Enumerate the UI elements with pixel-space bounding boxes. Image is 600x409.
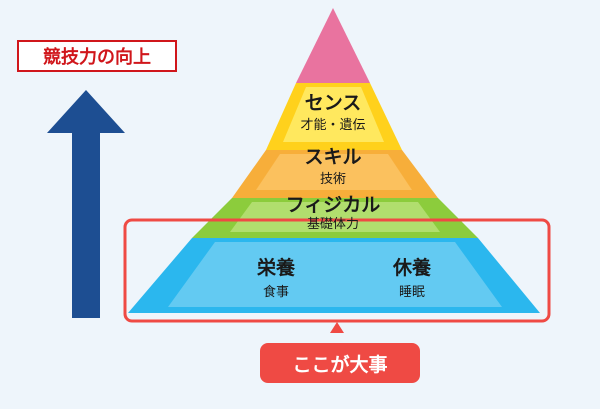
- pyramid-top-tier: [296, 8, 370, 83]
- base-nutrition-title: 栄養: [256, 256, 296, 279]
- callout-badge: ここが大事: [260, 343, 420, 383]
- pyramid-tier-physical-band: [230, 202, 440, 232]
- arrow-label-box: 競技力の向上: [17, 40, 177, 72]
- level-skill-title: スキル: [304, 146, 361, 168]
- level-physical-title: フィジカル: [286, 194, 381, 216]
- pyramid-tier-sense-band: [283, 87, 384, 142]
- base-rest-subtitle: 睡眠: [399, 285, 425, 300]
- level-physical-subtitle: 基礎体力: [307, 217, 359, 232]
- pyramid-tier-skill-band: [256, 154, 412, 190]
- level-sense-subtitle: 才能・遺伝: [300, 118, 365, 133]
- base-rest-title: 休養: [392, 256, 432, 279]
- base-nutrition-subtitle: 食事: [263, 284, 289, 300]
- level-skill-subtitle: 技術: [320, 172, 346, 187]
- arrow-label: 競技力の向上: [43, 47, 151, 68]
- pyramid-base-band: [168, 242, 502, 307]
- highlight-frame: [123, 218, 551, 323]
- callout-pointer: [330, 322, 344, 333]
- improvement-arrow: [47, 90, 125, 318]
- callout-label: ここが大事: [292, 353, 388, 376]
- level-sense-title: センス: [305, 92, 362, 114]
